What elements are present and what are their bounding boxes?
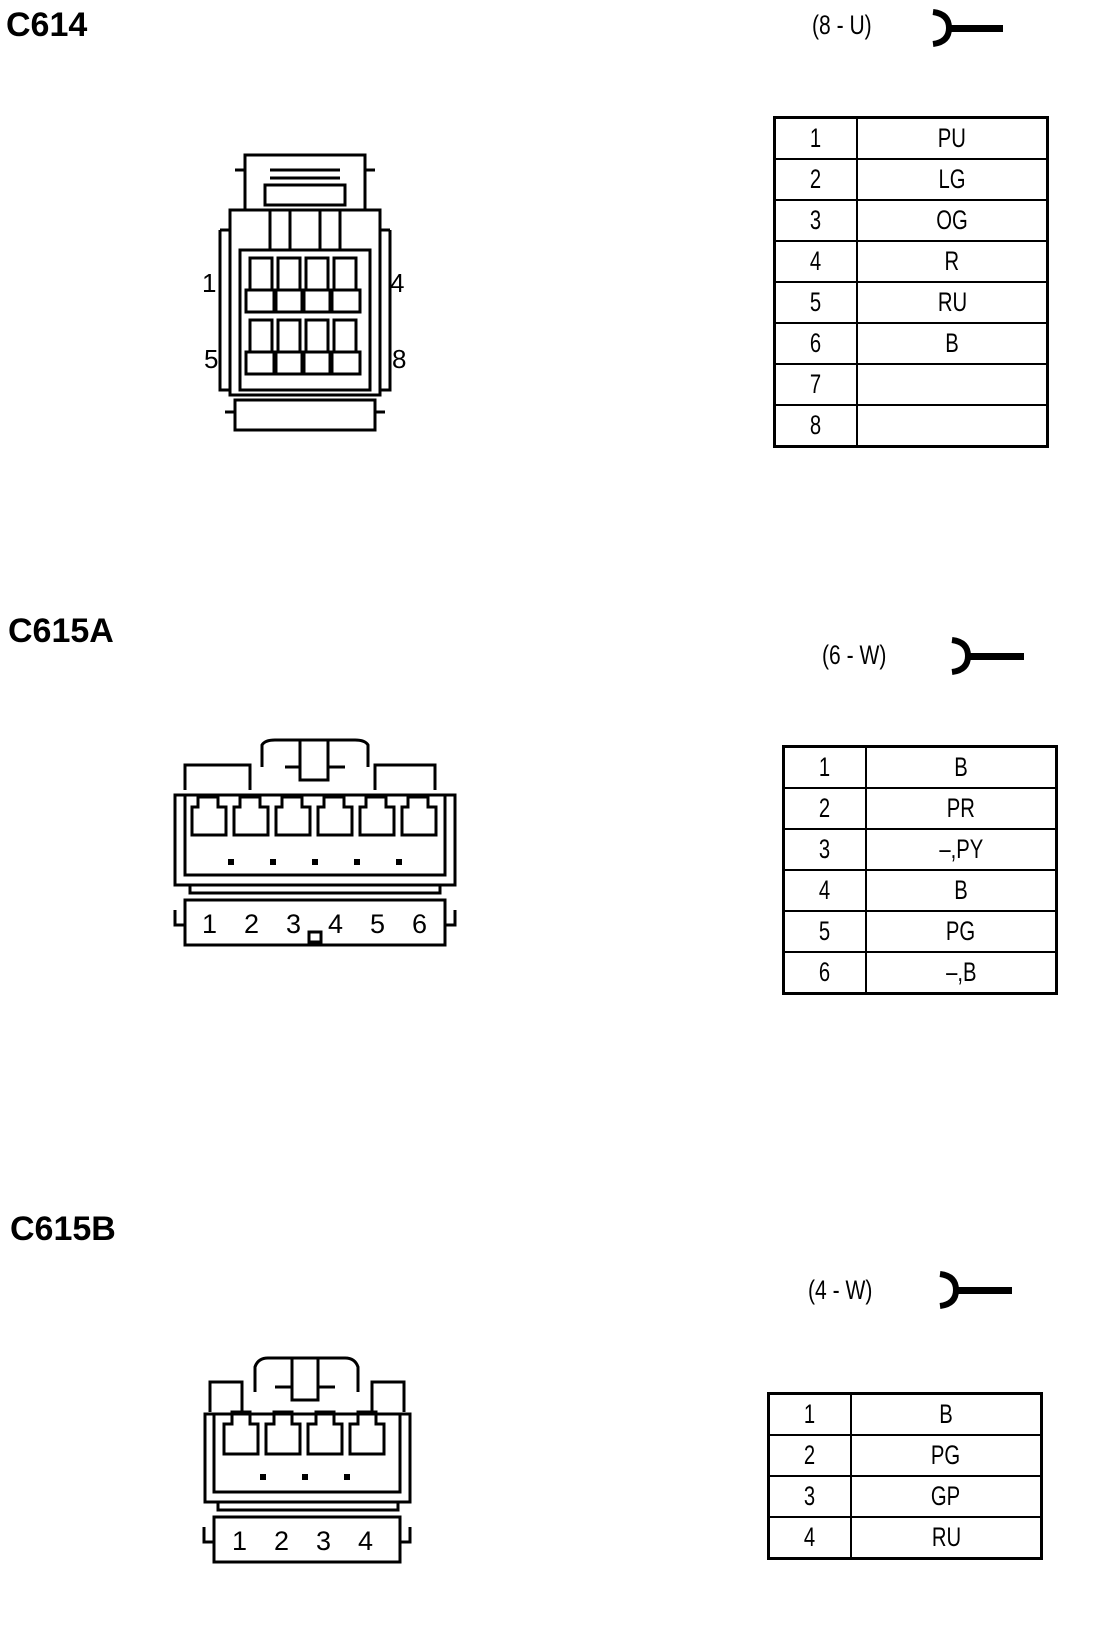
- connector-title-c615b: C615B: [10, 1210, 116, 1248]
- table-row: 7: [773, 363, 1049, 406]
- face-label: 3: [286, 909, 301, 939]
- plug-icon: [932, 9, 1003, 47]
- face-label: 3: [316, 1526, 331, 1556]
- table-row: 3–,PY: [782, 828, 1058, 871]
- face-label: 5: [370, 909, 385, 939]
- connector-code-c615b: (4 - W): [808, 1275, 873, 1305]
- connector-code-c615a: (6 - W): [822, 640, 887, 670]
- plug-icon: [939, 1271, 1012, 1309]
- face-label: 1: [232, 1526, 247, 1556]
- plug-icon: [951, 637, 1024, 675]
- connector-face-c614: 1 4 5 8: [202, 153, 406, 432]
- face-label: 4: [328, 909, 343, 939]
- face-label: 5: [204, 344, 218, 374]
- face-label: 4: [358, 1526, 373, 1556]
- table-row: 8: [773, 404, 1049, 448]
- connector-title-c615a: C615A: [8, 612, 114, 650]
- connector-face-c615a: 1 2 3 4 5 6: [173, 738, 457, 947]
- face-label: 1: [202, 268, 216, 298]
- face-label: 2: [244, 909, 259, 939]
- table-row: 6–,B: [782, 951, 1058, 995]
- face-label: 8: [392, 344, 406, 374]
- connector-code-c614: (8 - U): [812, 10, 872, 40]
- connector-face-c615b: 1 2 3 4: [202, 1356, 412, 1564]
- face-label: 4: [390, 268, 404, 298]
- face-label: 1: [202, 909, 217, 939]
- face-label: 6: [412, 909, 427, 939]
- face-label: 2: [274, 1526, 289, 1556]
- connector-title-c614: C614: [6, 6, 88, 44]
